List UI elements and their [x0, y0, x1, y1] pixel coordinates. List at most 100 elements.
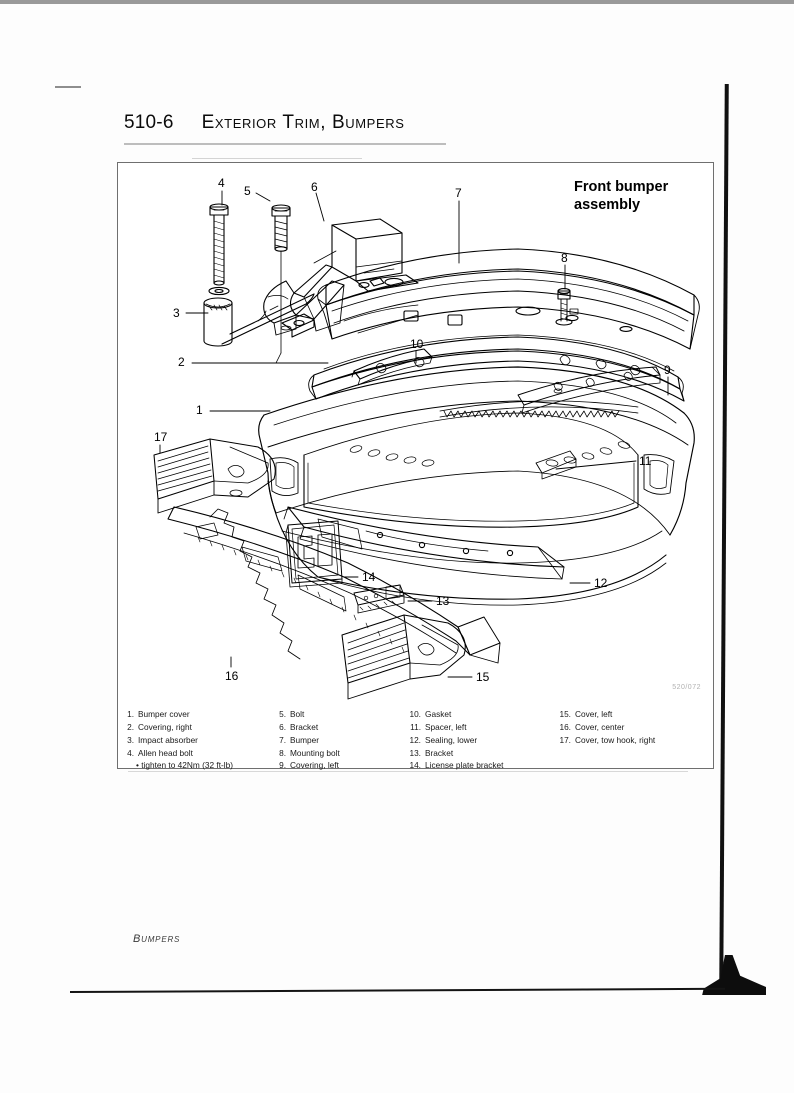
legend-item: 4. Allen head bolt	[119, 747, 271, 760]
part-allen-head-bolt	[208, 203, 230, 296]
callout-12: 12	[594, 576, 608, 590]
legend-label: Cover, center	[575, 721, 625, 732]
legend-item: 2. Covering, right	[119, 721, 271, 734]
part-bracket-13	[353, 584, 405, 614]
legend-number: 7.	[279, 734, 286, 745]
legend-column-3: 10. Gasket 11. Spacer, left 12. Sealing,…	[406, 708, 556, 772]
legend-label: Sealing, lower	[425, 734, 478, 745]
callout-8: 8	[561, 251, 568, 265]
legend-item: 16. Cover, center	[556, 721, 711, 734]
legend-bottom-rule	[128, 771, 688, 772]
legend-label: Impact absorber	[138, 734, 198, 745]
legend-label: Bolt	[290, 709, 305, 719]
footer-running-title: Bumpers	[133, 933, 181, 945]
part-cover-left	[341, 614, 466, 700]
legend-item: 17. Cover, tow hook, right	[556, 734, 711, 747]
part-mounting-bolt	[555, 288, 573, 326]
figure-title: Front bumper assembly	[574, 179, 668, 214]
legend-item: 5. Bolt	[271, 708, 406, 721]
callout-5: 5	[244, 184, 251, 198]
callout-7: 7	[455, 186, 462, 200]
legend-item: 13. Bracket	[406, 747, 556, 760]
callout-1: 1	[196, 403, 203, 417]
legend-item: 8. Mounting bolt	[271, 747, 406, 760]
callout-2: 2	[178, 355, 185, 369]
page-header: 510-6 Exterior Trim, Bumpers	[124, 112, 404, 134]
legend-item: 11. Spacer, left	[406, 721, 556, 734]
figure-legend: 1. Bumper cover 2. Covering, right 3. Im…	[119, 708, 711, 772]
legend-label: Bumper cover	[138, 709, 190, 719]
legend-number: 15.	[559, 709, 571, 719]
callout-17: 17	[154, 430, 168, 444]
legend-number: 2.	[127, 721, 134, 732]
legend-number: 17.	[559, 734, 571, 745]
figure-code-label: 520/072	[672, 684, 701, 691]
part-bolt-5	[271, 204, 291, 364]
legend-torque-note: • tighten to 42Nm (32 ft-lb)	[136, 760, 233, 771]
callout-16: 16	[225, 669, 239, 683]
callout-4: 4	[218, 176, 225, 190]
part-cover-center	[167, 506, 501, 664]
legend-number: 16.	[559, 721, 571, 732]
legend-item: 7. Bumper	[271, 734, 406, 747]
callout-9: 9	[664, 363, 671, 377]
part-spacer-left	[535, 450, 577, 480]
legend-item: 1. Bumper cover	[119, 708, 271, 721]
part-cover-serration	[439, 400, 639, 418]
callout-10: 10	[410, 337, 424, 351]
legend-number: 3.	[127, 734, 134, 745]
legend-number: 1.	[127, 709, 134, 719]
legend-number: 9.	[279, 760, 286, 771]
header-underline	[124, 143, 446, 145]
legend-label: Covering, right	[138, 721, 192, 732]
callout-6: 6	[311, 180, 318, 194]
legend-label: License plate bracket	[425, 760, 504, 771]
legend-number: 5.	[279, 709, 286, 719]
legend-item: 9. Covering, left	[271, 759, 406, 772]
legend-label: Bracket	[290, 721, 319, 732]
legend-label: Spacer, left	[425, 721, 467, 732]
legend-label: Bumper	[290, 734, 320, 745]
header-underline-secondary	[192, 158, 362, 159]
part-sealing-lower	[283, 506, 565, 580]
legend-column-2: 5. Bolt 6. Bracket 7. Bumper 8. Mounting…	[271, 708, 406, 772]
callout-13: 13	[436, 594, 450, 608]
callout-11: 11	[639, 454, 652, 468]
legend-label: Allen head bolt	[138, 747, 193, 758]
legend-column-4: 15. Cover, left 16. Cover, center 17. Co…	[556, 708, 711, 772]
legend-number: 12.	[409, 734, 421, 745]
part-license-plate-bracket	[285, 520, 343, 588]
callout-14: 14	[362, 570, 376, 584]
legend-label: Mounting bolt	[290, 747, 340, 758]
callout-leader-lines	[159, 190, 669, 678]
legend-label: Cover, tow hook, right	[575, 734, 656, 745]
legend-number: 4.	[127, 747, 134, 758]
callout-15: 15	[476, 670, 490, 684]
legend-label: Cover, left	[575, 709, 613, 719]
legend-item: 3. Impact absorber	[119, 734, 271, 747]
legend-number: 6.	[279, 721, 286, 732]
part-covering-left	[517, 366, 661, 414]
exploded-view-artwork	[118, 163, 713, 768]
legend-item: 6. Bracket	[271, 721, 406, 734]
legend-column-1: 1. Bumper cover 2. Covering, right 3. Im…	[119, 708, 271, 772]
legend-number: 13.	[409, 747, 421, 758]
figure-title-line-1: Front bumper	[574, 179, 669, 195]
scan-top-edge-bar	[0, 0, 794, 4]
part-bumper-cover	[258, 366, 695, 606]
legend-label: Bracket	[425, 747, 454, 758]
legend-item: 15. Cover, left	[556, 708, 711, 721]
section-number: 510-6	[124, 112, 174, 133]
part-cover-tow-hook-right	[153, 438, 276, 514]
legend-item: 10. Gasket	[406, 708, 556, 721]
figure-frame: Front bumper assembly 520/072	[117, 162, 714, 769]
part-impact-absorber	[203, 293, 315, 347]
legend-number: 14.	[409, 760, 421, 771]
legend-number: 11.	[410, 721, 421, 732]
page-title: Exterior Trim, Bumpers	[201, 112, 405, 133]
scan-corner-mark	[55, 86, 81, 88]
legend-number: 10.	[409, 709, 421, 719]
legend-item: 12. Sealing, lower	[406, 734, 556, 747]
legend-label: Gasket	[425, 709, 452, 719]
part-bumper-beam	[317, 248, 700, 350]
